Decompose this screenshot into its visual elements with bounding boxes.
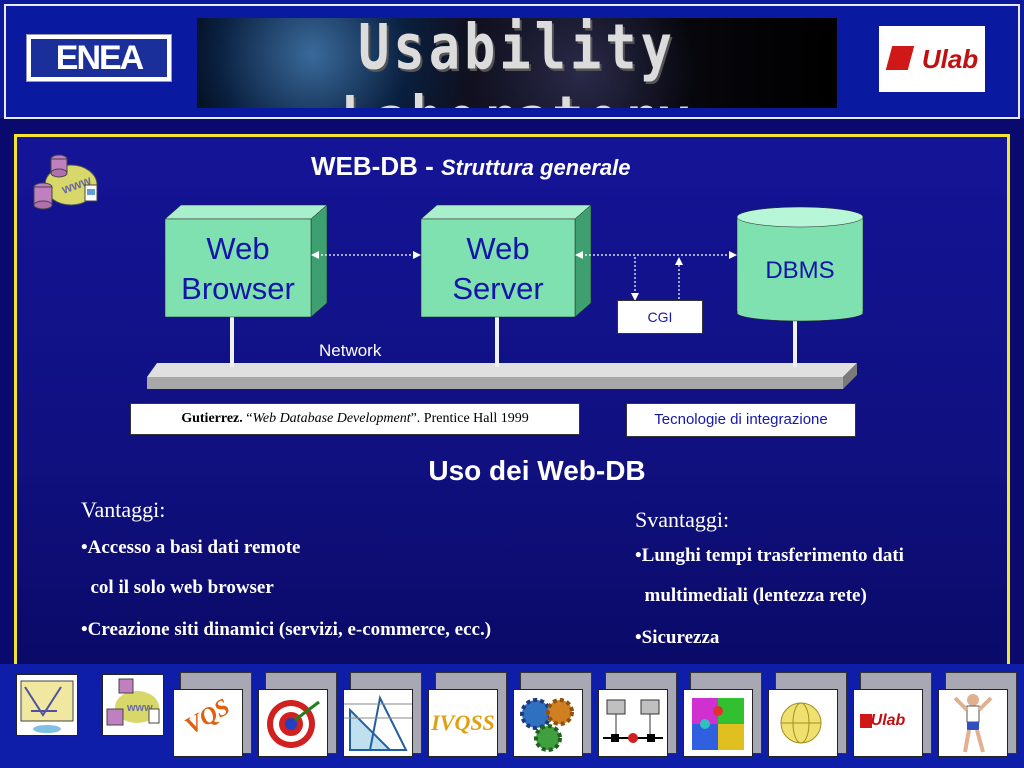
globe-icon: [768, 689, 838, 757]
enea-logo-text: ENEA: [31, 39, 167, 77]
ivqss-tile[interactable]: IVQSS: [428, 672, 507, 757]
slide-panel: www WEB-DB - Struttura generale: [14, 134, 1010, 668]
web-server-label: Web Server: [421, 229, 575, 309]
gears-icon: [513, 689, 583, 757]
slide-title-main: WEB-DB -: [311, 151, 434, 181]
header-bar: ENEA Usability Laboratory Ulab: [0, 0, 1024, 119]
tecnologie-box: Tecnologie di integrazione: [626, 403, 856, 437]
architecture-diagram: [147, 204, 864, 389]
svantaggi-item: multimediali (lentezza rete): [635, 585, 867, 606]
globe-tile[interactable]: [768, 672, 847, 757]
banner-title: Usability Laboratory: [340, 18, 689, 108]
ivqss-icon: IVQSS: [428, 689, 498, 757]
reference-quote-open: “: [242, 411, 253, 426]
dbms-cylinder: [736, 206, 864, 322]
ulab-footer-label: Ulab: [870, 712, 906, 729]
vqs-icon: VQS: [173, 689, 243, 757]
web-server-box: [420, 204, 592, 318]
vantaggi-item: •Creazione siti dinamici (servizi, e-com…: [81, 619, 492, 640]
ivqss-label: IVQSS: [431, 710, 495, 735]
web-browser-label-line2: Browser: [181, 271, 295, 306]
slide-title: WEB-DB - Struttura generale: [311, 151, 631, 182]
www-database-icon: www: [33, 154, 98, 210]
vantaggi-item: •Accesso a basi dati remote: [81, 537, 301, 558]
target-icon: [258, 689, 328, 757]
www-database-icon[interactable]: www: [102, 674, 164, 736]
network-computers-tile[interactable]: [598, 672, 677, 757]
vantaggi-item: col il solo web browser: [81, 577, 274, 598]
runner-icon: [938, 689, 1008, 757]
vqs-tile[interactable]: VQS: [173, 672, 252, 757]
network-bar: [147, 363, 857, 377]
web-browser-label-line1: Web: [206, 231, 270, 266]
puzzle-tile[interactable]: [683, 672, 762, 757]
reference-author: Gutierrez.: [181, 411, 243, 426]
cgi-box: CGI: [617, 300, 703, 334]
ulab-logo-icon: Ulab: [853, 689, 923, 757]
usability-laboratory-banner: Usability Laboratory: [197, 18, 837, 108]
web-browser-box: [164, 204, 328, 318]
footer-toolbar: www VQS: [0, 664, 1024, 768]
web-browser-label: Web Browser: [165, 229, 311, 309]
uso-title: Uso dei Web-DB: [428, 455, 646, 486]
svg-text:www: www: [126, 702, 153, 714]
server-dbms-link: [575, 251, 737, 301]
ulab-logo-text: Ulab: [921, 44, 979, 74]
drafting-tools-tile[interactable]: [343, 672, 422, 757]
network-computers-icon: [598, 689, 668, 757]
gears-tile[interactable]: [513, 672, 592, 757]
puzzle-icon: [683, 689, 753, 757]
svantaggi-item: •Lunghi tempi trasferimento dati: [635, 545, 904, 566]
runner-tile[interactable]: [938, 672, 1017, 757]
drafting-tools-icon: [343, 689, 413, 757]
reference-rest: ”. Prentice Hall 1999: [410, 411, 529, 426]
web-server-label-line1: Web: [466, 231, 530, 266]
slide-title-sub: Struttura generale: [441, 155, 631, 180]
target-tile[interactable]: [258, 672, 337, 757]
web-server-label-line2: Server: [452, 271, 544, 306]
enea-logo[interactable]: ENEA: [26, 34, 172, 82]
reference-box: Gutierrez. “Web Database Development”. P…: [130, 403, 580, 435]
dbms-label: DBMS: [765, 257, 835, 284]
network-label: Network: [319, 341, 382, 360]
svantaggi-heading: Svantaggi:: [635, 507, 730, 532]
vantaggi-heading: Vantaggi:: [81, 497, 166, 522]
world-map-icon[interactable]: [16, 674, 78, 736]
ulab-logo[interactable]: Ulab: [879, 26, 985, 92]
ulab-tile[interactable]: Ulab: [853, 672, 932, 757]
browser-server-link: [311, 251, 421, 259]
svantaggi-item: •Sicurezza: [635, 627, 720, 648]
reference-book: Web Database Development: [252, 411, 411, 426]
